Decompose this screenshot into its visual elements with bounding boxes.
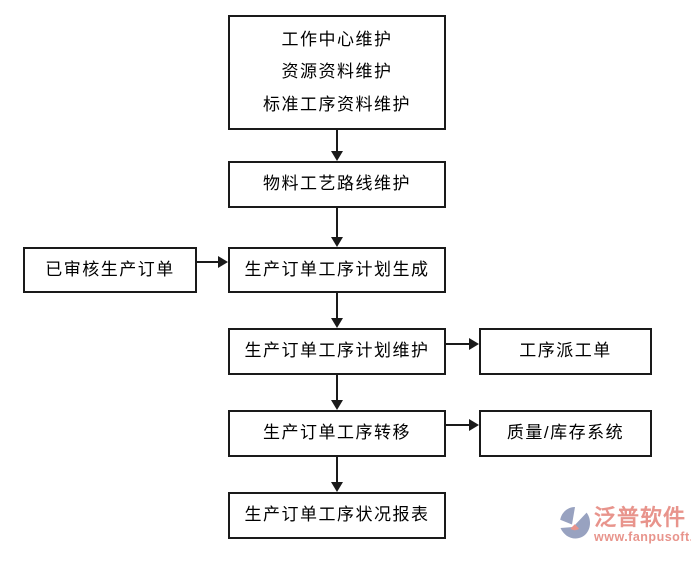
node-master-data: 工作中心维护 资源资料维护 标准工序资料维护 [228, 15, 446, 130]
node-transfer: 生产订单工序转移 [228, 410, 446, 457]
brand-name: 泛普软件 [594, 505, 687, 530]
arrow-transfer-to-quality-head-icon [469, 419, 479, 431]
node-master-data-line1: 工作中心维护 [281, 29, 393, 49]
arrow-master-to-routing-head-icon [331, 151, 343, 161]
arrow-maintain-to-transfer-line [336, 375, 338, 400]
arrow-maintain-to-dispatch-line [446, 343, 469, 345]
node-dispatch-order: 工序派工单 [479, 328, 652, 375]
arrow-routing-to-generate-head-icon [331, 237, 343, 247]
brand-url: www.fanpusoft.com [594, 530, 691, 545]
node-quality-inventory: 质量/库存系统 [479, 410, 652, 457]
fanpu-logo-icon [560, 507, 590, 539]
arrow-approved-to-generate-line [197, 261, 218, 263]
arrow-maintain-to-transfer-head-icon [331, 400, 343, 410]
arrow-generate-to-maintain-head-icon [331, 318, 343, 328]
arrow-maintain-to-dispatch-head-icon [469, 338, 479, 350]
fanpu-watermark: 泛普软件 www.fanpusoft.com [558, 505, 691, 544]
node-master-data-line3: 标准工序资料维护 [263, 94, 411, 114]
arrow-approved-to-generate-head-icon [218, 256, 228, 268]
arrow-transfer-to-report-line [336, 457, 338, 482]
node-plan-maintain: 生产订单工序计划维护 [228, 328, 446, 375]
node-plan-generate: 生产订单工序计划生成 [228, 247, 446, 293]
node-status-report: 生产订单工序状况报表 [228, 492, 446, 539]
arrow-generate-to-maintain-line [336, 293, 338, 318]
arrow-transfer-to-report-head-icon [331, 482, 343, 492]
arrow-master-to-routing-line [336, 130, 338, 151]
node-routing: 物料工艺路线维护 [228, 161, 446, 208]
node-master-data-line2: 资源资料维护 [281, 62, 393, 82]
arrow-routing-to-generate-line [336, 208, 338, 237]
fanpu-watermark-text: 泛普软件 www.fanpusoft.com [594, 505, 691, 544]
node-approved-order: 已审核生产订单 [23, 247, 197, 293]
arrow-transfer-to-quality-line [446, 424, 469, 426]
